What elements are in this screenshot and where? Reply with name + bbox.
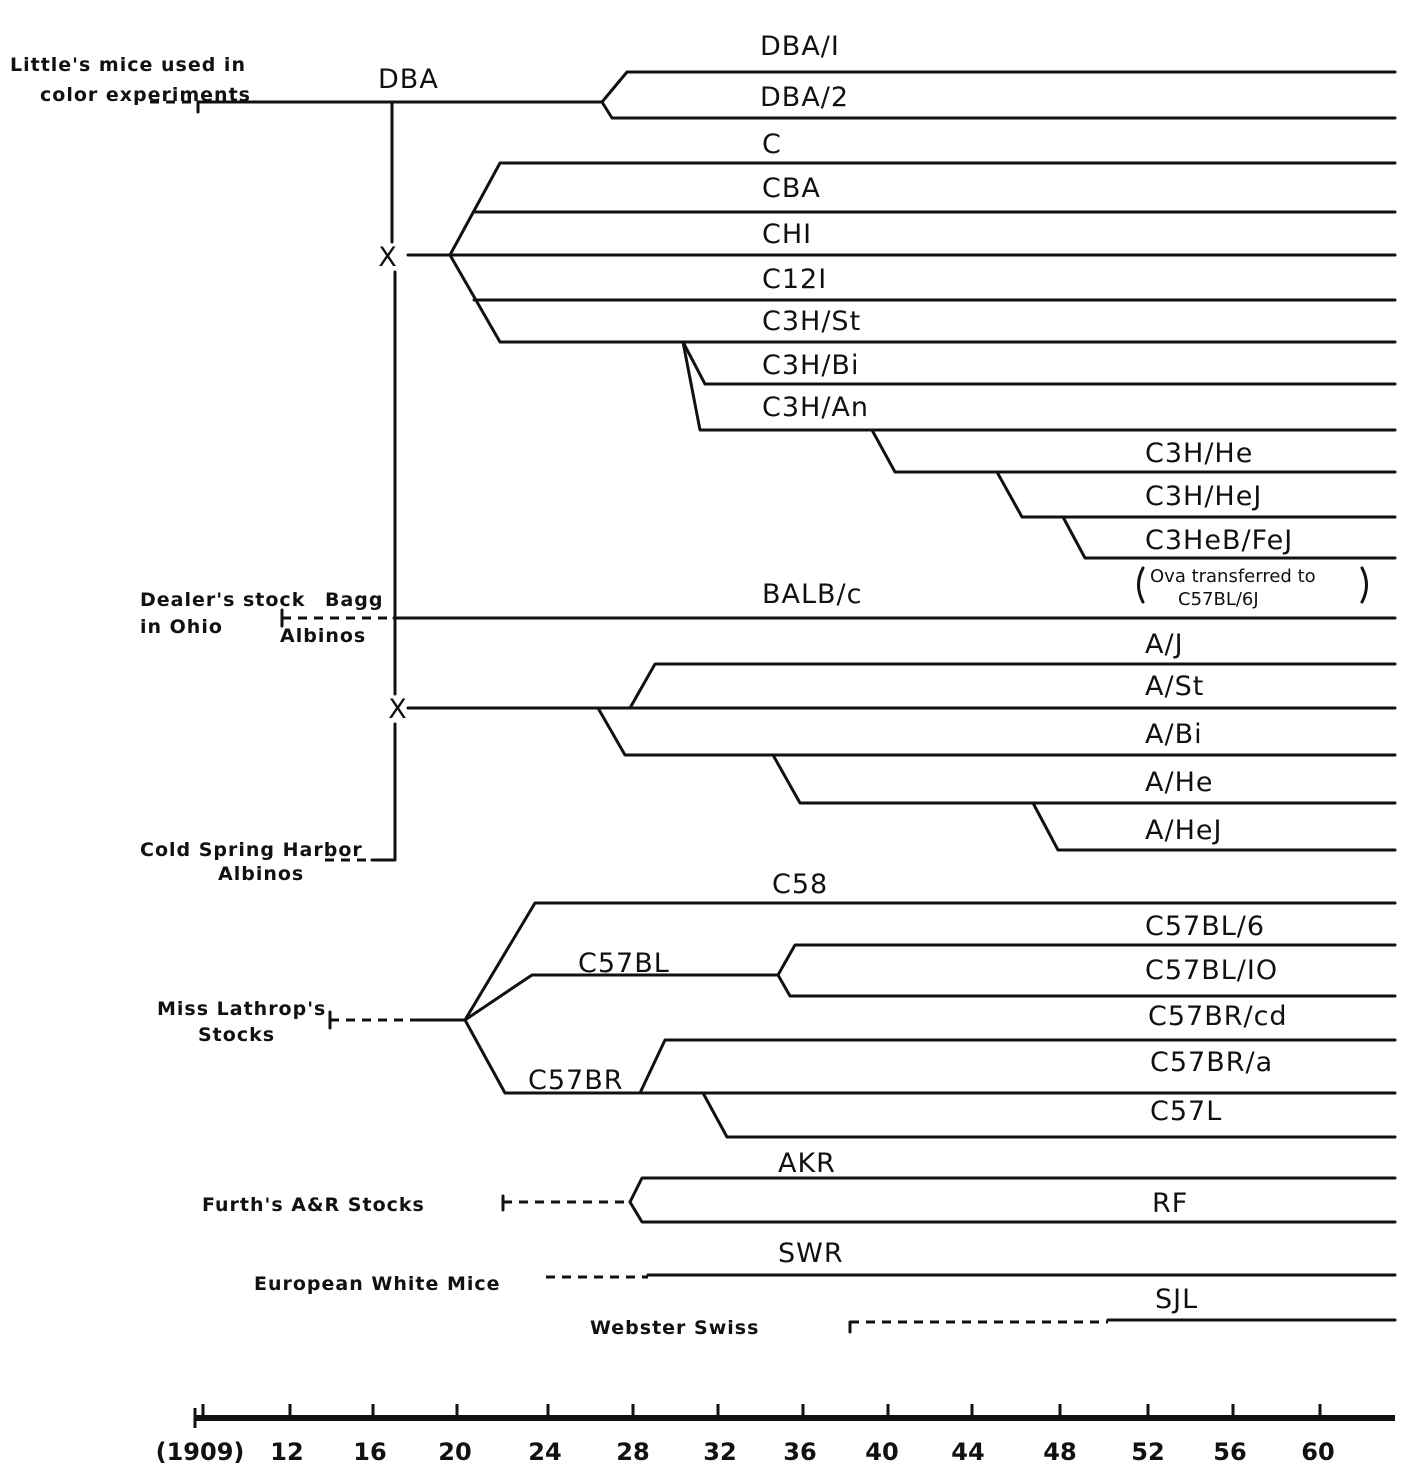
label-ahe: A/He: [1145, 767, 1213, 798]
axis-tick-label: 48: [1043, 1438, 1076, 1466]
note-ova-line1: Ova transferred to: [1150, 566, 1316, 587]
label-dba2: DBA/2: [760, 82, 849, 113]
time-axis: (1909) 12 16 20 24 28 32 36 40 44 48 52 56 60: [156, 1404, 1395, 1466]
axis-tick-label: 24: [528, 1438, 561, 1466]
line-c3hebfej: [1061, 515, 1397, 560]
line-c3han: [681, 340, 1397, 432]
axis-tick-label: 32: [703, 1438, 736, 1466]
label-c57br: C57BR: [528, 1065, 624, 1096]
label-c3han: C3H/An: [762, 392, 869, 423]
axis-tick-label: 44: [951, 1438, 984, 1466]
axis-tick-label: 60: [1301, 1438, 1334, 1466]
label-c57l: C57L: [1150, 1096, 1222, 1127]
line-ahe: [771, 753, 1397, 805]
label-c57bl: C57BL: [578, 948, 670, 979]
label-c57bra: C57BR/a: [1150, 1047, 1273, 1078]
axis-tick-label: 16: [353, 1438, 386, 1466]
axis-tick-label: 20: [438, 1438, 471, 1466]
line-c: [448, 161, 1397, 257]
source-little-line2: color experiments: [40, 84, 251, 106]
label-akr: AKR: [778, 1148, 836, 1179]
source-little-line1: Little's mice used in: [10, 54, 246, 76]
connector-cross2-csh: [370, 722, 397, 862]
source-european: European White Mice: [254, 1273, 501, 1295]
ova-paren-right: [1360, 566, 1368, 604]
label-c57bl6: C57BL/6: [1145, 911, 1265, 942]
line-rf: [628, 1200, 1397, 1224]
label-rf: RF: [1152, 1188, 1188, 1219]
source-furth: Furth's A&R Stocks: [202, 1194, 425, 1216]
label-sjl: SJL: [1155, 1284, 1198, 1315]
line-c3hhej: [995, 470, 1397, 519]
label-dba: DBA: [378, 64, 439, 95]
label-c3hst: C3H/St: [762, 306, 861, 337]
line-aj: [628, 662, 1397, 710]
line-dba2: [600, 100, 1397, 120]
lineage-lines: [150, 70, 1397, 1334]
source-dealer-line2: in Ohio: [140, 616, 223, 638]
source-bagg-line2: Albinos: [280, 625, 366, 647]
label-c3hbi: C3H/Bi: [762, 350, 859, 381]
line-akr: [628, 1176, 1397, 1204]
line-c57bl: [463, 973, 780, 1022]
label-cba: CBA: [762, 173, 821, 204]
source-lathrop-line2: Stocks: [198, 1024, 275, 1046]
source-csh-line2: Albinos: [218, 863, 304, 885]
line-c57l: [701, 1091, 1397, 1139]
cross-marker-2: X: [388, 694, 408, 725]
line-c3hbi: [681, 340, 1397, 386]
label-c3hebfej: C3HeB/FeJ: [1145, 525, 1293, 556]
label-c57brcd: C57BR/cd: [1148, 1001, 1288, 1032]
strain-labels: DBA DBA/I DBA/2 C CBA CHI C12I C3H/St C3…: [378, 31, 1293, 1315]
ova-paren-left: [1137, 566, 1145, 604]
axis-tick-label: 56: [1213, 1438, 1246, 1466]
line-dba1: [600, 70, 1397, 104]
axis-tick-label: 28: [616, 1438, 649, 1466]
line-c57bra: [638, 1038, 1397, 1095]
axis-tick-label: 52: [1131, 1438, 1164, 1466]
note-ova-line2: C57BL/6J: [1178, 589, 1259, 610]
source-labels: Little's mice used in color experiments …: [10, 54, 759, 1339]
label-c57bl10: C57BL/IO: [1145, 955, 1278, 986]
label-c121: C12I: [762, 264, 827, 295]
label-balbc: BALB/c: [762, 579, 863, 610]
line-c58: [463, 901, 1397, 1022]
line-c3hhe: [870, 428, 1397, 474]
source-webster: Webster Swiss: [590, 1317, 759, 1339]
cross-marker-1: X: [378, 242, 398, 273]
line-c57brcd: [463, 1018, 1397, 1095]
label-swr: SWR: [778, 1238, 844, 1269]
label-ahej: A/HeJ: [1145, 815, 1222, 846]
axis-ticks: (1909) 12 16 20 24 28 32 36 40 44 48 52 56 60: [156, 1404, 1335, 1466]
axis-tick-label: 12: [270, 1438, 303, 1466]
line-c57bl6: [776, 943, 1397, 977]
axis-tick-label: 40: [865, 1438, 898, 1466]
label-dba1: DBA/I: [760, 31, 840, 62]
label-abi: A/Bi: [1145, 719, 1203, 750]
label-c: C: [762, 129, 782, 160]
label-c58: C58: [772, 869, 828, 900]
axis-tick-label: (1909): [156, 1438, 245, 1466]
label-c3hhe: C3H/He: [1145, 438, 1253, 469]
source-bagg-line1: Bagg: [325, 589, 384, 611]
source-csh-line1: Cold Spring Harbor: [140, 839, 363, 861]
line-ahej: [1031, 801, 1397, 852]
line-c3hst: [448, 253, 1397, 344]
axis-tick-label: 36: [783, 1438, 816, 1466]
line-c57bl10: [776, 973, 1397, 998]
label-ast: A/St: [1145, 671, 1204, 702]
label-chi: CHI: [762, 219, 812, 250]
source-dealer-line1: Dealer's stock: [140, 589, 305, 611]
label-aj: A/J: [1145, 629, 1184, 660]
line-abi: [596, 706, 1397, 757]
source-lathrop-line1: Miss Lathrop's: [157, 998, 326, 1020]
label-c3hhej: C3H/HeJ: [1145, 481, 1262, 512]
